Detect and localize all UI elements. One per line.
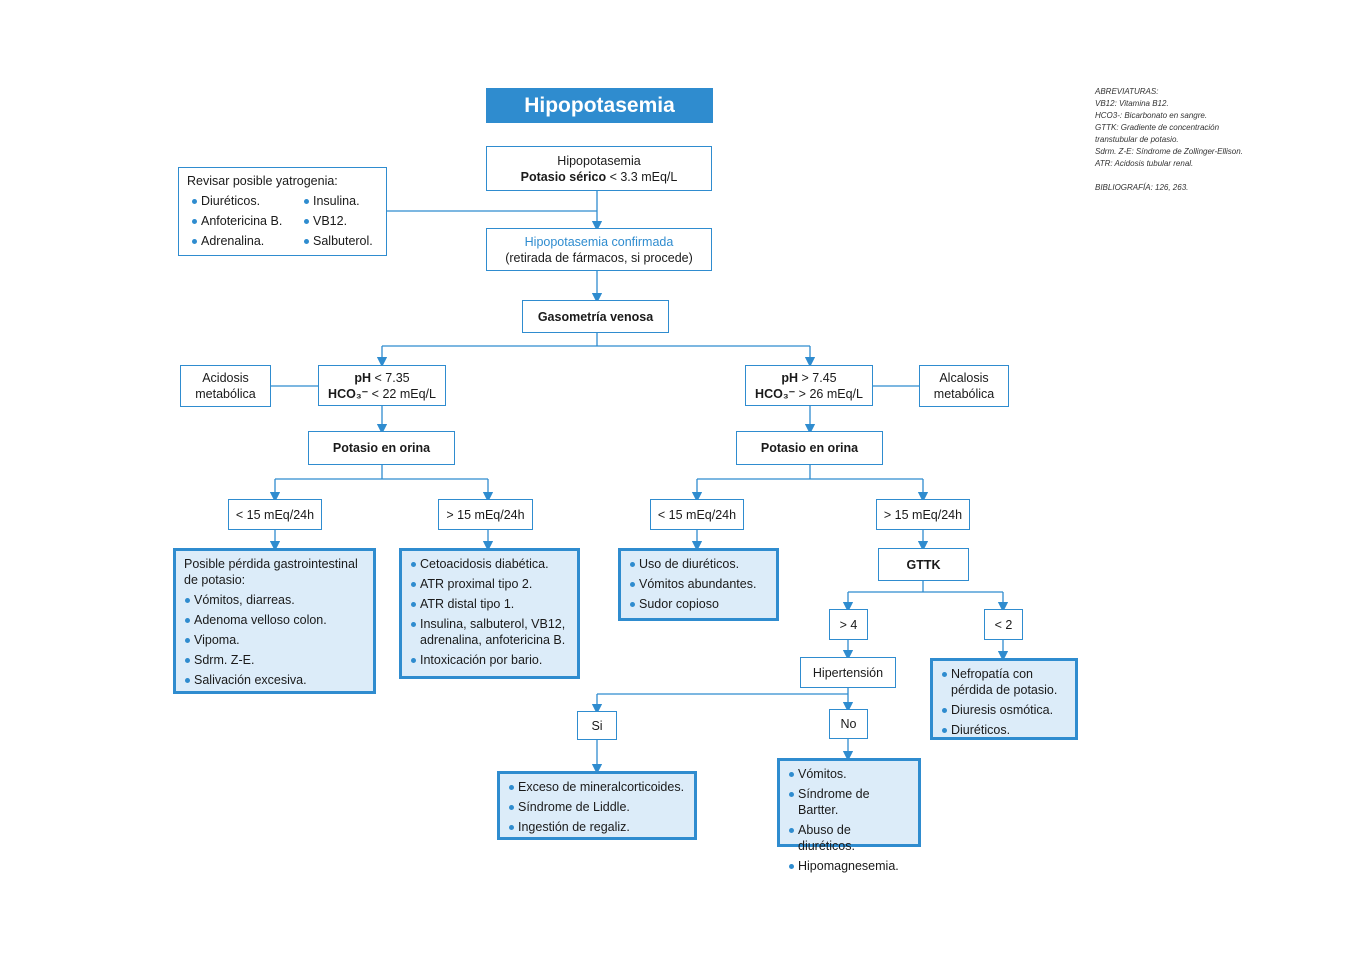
- renal-loss-result-box: Cetoacidosis diabética. ATR proximal tip…: [399, 548, 580, 679]
- alcalosis-potasio-node: Potasio en orina: [736, 431, 883, 465]
- ph-label: pH: [781, 370, 799, 385]
- start-line1: Hipopotasemia: [557, 153, 641, 168]
- si-node: Si: [577, 711, 617, 740]
- bibliography: BIBLIOGRAFÍA: 126, 263.: [1095, 183, 1189, 192]
- list-item: Abuso de diuréticos.: [788, 822, 910, 854]
- potasio-serico-value: < 3.3 mEq/L: [606, 169, 678, 184]
- no-node: No: [829, 709, 868, 739]
- hco3-value: < 22 mEq/L: [368, 386, 436, 401]
- abbreviations-heading: ABREVIATURAS:: [1095, 87, 1159, 96]
- result-heading: Posible pérdida gastrointestinal de pota…: [184, 557, 358, 587]
- result-list: Vómitos, diarreas. Adenoma velloso colon…: [184, 592, 365, 688]
- alcalosis-ph-node: pH > 7.45 HCO₃⁻ > 26 mEq/L: [745, 365, 873, 406]
- list-item: Nefropatía con pérdida de potasio.: [941, 666, 1067, 698]
- list-item: Intoxicación por bario.: [410, 652, 569, 668]
- lt2-result-box: Nefropatía con pérdida de potasio. Diure…: [930, 658, 1078, 740]
- confirmed-line1: Hipopotasemia confirmada: [524, 234, 674, 249]
- result-list: Exceso de mineralcorticoides. Síndrome d…: [508, 779, 686, 835]
- list-item: Síndrome de Liddle.: [508, 799, 686, 815]
- abbreviations-block: ABREVIATURAS: VB12: Vitamina B12. HCO3-:…: [1095, 86, 1243, 194]
- result-list: Cetoacidosis diabética. ATR proximal tip…: [410, 556, 569, 668]
- abbreviation-line: HCO3-: Bicarbonato en sangre.: [1095, 111, 1208, 120]
- list-item: Diuréticos.: [941, 722, 1067, 738]
- list-item: Ingestión de regaliz.: [508, 819, 686, 835]
- result-list: Vómitos. Síndrome de Bartter. Abuso de d…: [788, 766, 910, 874]
- abbreviation-line: VB12: Vitamina B12.: [1095, 99, 1169, 108]
- no-result-box: Vómitos. Síndrome de Bartter. Abuso de d…: [777, 758, 921, 873]
- si-result-box: Exceso de mineralcorticoides. Síndrome d…: [497, 771, 697, 840]
- list-item: Insulina.: [299, 193, 379, 209]
- alcalosis-high-node: > 15 mEq/24h: [876, 499, 970, 530]
- list-item: Exceso de mineralcorticoides.: [508, 779, 686, 795]
- iatrogenia-box: Revisar posible yatrogenia: Diuréticos. …: [178, 167, 387, 256]
- gttk-gt4-node: > 4: [829, 609, 868, 640]
- abbreviation-line: GTTK: Gradiente de concentración: [1095, 123, 1220, 132]
- list-item: Vómitos, diarreas.: [184, 592, 365, 608]
- result-list: Nefropatía con pérdida de potasio. Diure…: [941, 666, 1067, 738]
- iatrogenia-list: Diuréticos. Insulina. Anfotericina B. VB…: [187, 193, 378, 249]
- list-item: VB12.: [299, 213, 379, 229]
- list-item: Vipoma.: [184, 632, 365, 648]
- potasio-serico-label: Potasio sérico: [520, 169, 607, 184]
- list-item: Vómitos abundantes.: [629, 576, 768, 592]
- acidosis-potasio-node: Potasio en orina: [308, 431, 455, 465]
- acidosis-low-node: < 15 mEq/24h: [228, 499, 322, 530]
- list-item: Adrenalina.: [187, 233, 299, 249]
- ph-value: > 7.45: [798, 370, 837, 385]
- result-list: Uso de diuréticos. Vómitos abundantes. S…: [629, 556, 768, 612]
- list-item: ATR distal tipo 1.: [410, 596, 569, 612]
- confirmed-node: Hipopotasemia confirmada (retirada de fá…: [486, 228, 712, 271]
- list-item: Diuréticos.: [187, 193, 299, 209]
- confirmed-line2: (retirada de fármacos, si procede): [505, 250, 693, 265]
- alcalosis-low-node: < 15 mEq/24h: [650, 499, 744, 530]
- abbreviation-line: Sdrm. Z-E: Síndrome de Zollinger-Ellison…: [1095, 147, 1243, 156]
- list-item: Sdrm. Z-E.: [184, 652, 365, 668]
- abbreviation-line: ATR: Acidosis tubular renal.: [1095, 159, 1194, 168]
- list-item: Uso de diuréticos.: [629, 556, 768, 572]
- iatrogenia-heading: Revisar posible yatrogenia:: [187, 174, 338, 188]
- hco3-label: HCO₃⁻: [328, 386, 369, 401]
- list-item: Insulina, salbuterol, VB12, adrenalina, …: [410, 616, 569, 648]
- list-item: Vómitos.: [788, 766, 910, 782]
- list-item: Adenoma velloso colon.: [184, 612, 365, 628]
- acidosis-high-node: > 15 mEq/24h: [438, 499, 533, 530]
- list-item: Síndrome de Bartter.: [788, 786, 910, 818]
- hipertension-node: Hipertensión: [800, 657, 896, 688]
- acidosis-ph-node: pH < 7.35 HCO₃⁻ < 22 mEq/L: [318, 365, 446, 406]
- alcalosis-low-result-box: Uso de diuréticos. Vómitos abundantes. S…: [618, 548, 779, 621]
- ph-label: pH: [354, 370, 372, 385]
- gastrointestinal-result-box: Posible pérdida gastrointestinal de pota…: [173, 548, 376, 694]
- acidosis-label: Acidosis metabólica: [180, 365, 271, 407]
- list-item: Cetoacidosis diabética.: [410, 556, 569, 572]
- list-item: Salivación excesiva.: [184, 672, 365, 688]
- list-item: Salbuterol.: [299, 233, 379, 249]
- list-item: Hipomagnesemia.: [788, 858, 910, 874]
- gttk-node: GTTK: [878, 548, 969, 581]
- list-item: ATR proximal tipo 2.: [410, 576, 569, 592]
- list-item: Sudor copioso: [629, 596, 768, 612]
- hco3-label: HCO₃⁻: [755, 386, 796, 401]
- list-item: Diuresis osmótica.: [941, 702, 1067, 718]
- gasometria-node: Gasometría venosa: [522, 300, 669, 333]
- hco3-value: > 26 mEq/L: [795, 386, 863, 401]
- page-title: Hipopotasemia: [486, 88, 713, 123]
- start-node: Hipopotasemia Potasio sérico < 3.3 mEq/L: [486, 146, 712, 191]
- list-item: Anfotericina B.: [187, 213, 299, 229]
- alcalosis-label: Alcalosis metabólica: [919, 365, 1009, 407]
- ph-value: < 7.35: [371, 370, 410, 385]
- gttk-lt2-node: < 2: [984, 609, 1023, 640]
- abbreviation-line: transtubular de potasio.: [1095, 135, 1179, 144]
